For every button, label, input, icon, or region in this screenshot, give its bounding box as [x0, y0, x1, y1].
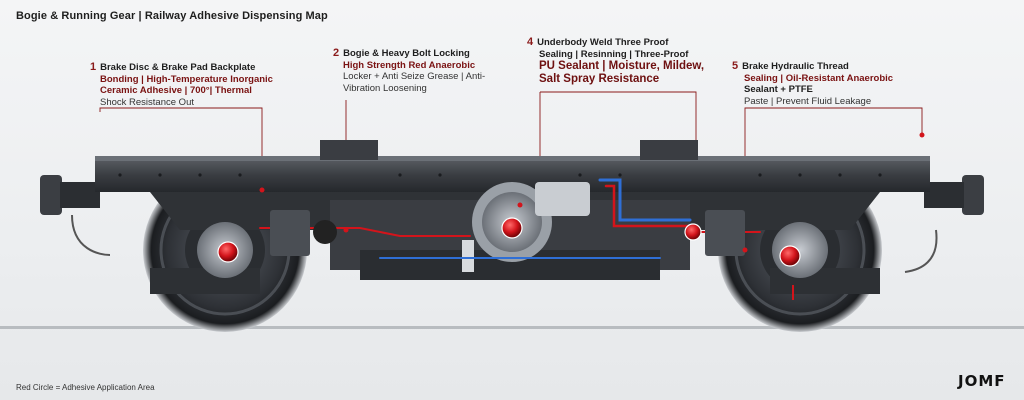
callout-number: 4	[527, 36, 534, 48]
leader-line-1	[99, 107, 263, 190]
callout-line: Bogie & Heavy Bolt Locking	[343, 48, 470, 59]
callout-line: Vibration Loosening	[343, 82, 427, 94]
callout-line: Brake Hydraulic Thread	[742, 61, 849, 72]
callout-line: Underbody Weld Three Proof	[537, 37, 669, 48]
leader-line-5	[744, 107, 923, 135]
callout-line: Brake Disc & Brake Pad Backplate	[100, 62, 256, 73]
callout-line: Sealant + PTFE	[744, 84, 813, 96]
adhesive-marker-left-hub	[217, 241, 239, 263]
callout-line: PU Sealant | Moisture, Mildew,	[539, 60, 705, 73]
callout-line: Sealing | Resinning | Three-Proof	[539, 48, 689, 60]
rail-line	[0, 326, 1024, 329]
callout-number: 2	[333, 47, 340, 59]
axle-buffer-left	[40, 175, 111, 256]
page-title: Bogie & Running Gear | Railway Adhesive …	[16, 10, 328, 22]
callout-line: Ceramic Adhesive | 700°| Thermal	[100, 85, 252, 97]
callout-line: Sealing | Oil-Resistant Anaerobic	[744, 72, 894, 84]
callout-number: 1	[90, 61, 97, 73]
adhesive-marker-center	[501, 217, 523, 239]
callout-line: Salt Spray Resistance	[539, 73, 660, 86]
hub-right	[772, 222, 828, 278]
axle-buffer-right	[904, 175, 984, 273]
brake-unit-right	[705, 210, 745, 256]
legend-text: Red Circle = Adhesive Application Area	[16, 383, 155, 392]
callout-number: 5	[732, 60, 739, 72]
adhesive-marker-right-brake	[684, 223, 702, 241]
brand-logo: JOMF	[958, 372, 1006, 390]
brake-unit-left	[270, 210, 337, 256]
callout-line: Shock Resistance Out	[100, 96, 194, 108]
adhesive-markers	[217, 132, 925, 300]
callout-line: High Strength Red Anaerobic	[343, 59, 476, 71]
callout-line: Paste | Prevent Fluid Leakage	[744, 95, 872, 107]
adhesive-marker-right-hub	[779, 245, 801, 267]
callout-line: Bonding | High-Temperature Inorganic	[100, 73, 273, 85]
frame-rivets	[118, 173, 882, 177]
callout-line: Locker + Anti Seize Grease | Anti-	[343, 71, 486, 83]
